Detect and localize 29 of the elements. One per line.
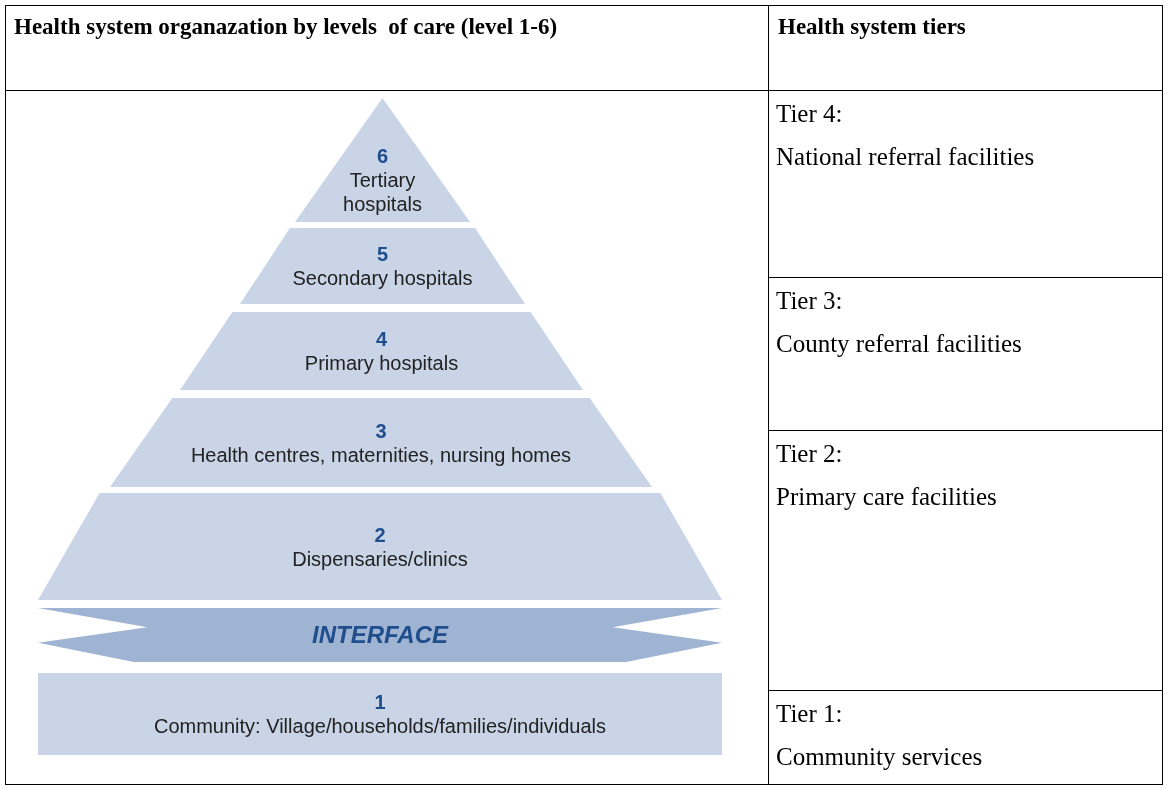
level-number: 6 [376, 144, 389, 168]
level-number: 1 [374, 690, 386, 714]
level-label: Primary hospitals [304, 351, 459, 375]
pyramid-level [240, 228, 525, 304]
level-label: Health centres, maternities, nursing homes [190, 442, 572, 467]
pyramid-level [38, 493, 722, 600]
level-number: 2 [374, 522, 386, 547]
tier-description: Community services [776, 742, 984, 772]
column-header: Health system organazation by levels of care (level 1-6) [14, 14, 558, 40]
tier-description: Primary care facilities [776, 482, 998, 512]
level-number: 4 [375, 327, 388, 351]
tier-description: County referral facilities [776, 329, 1023, 359]
level-label: Secondary hospitals [292, 266, 473, 290]
tier-heading: Tier 3: [776, 286, 844, 316]
level-label: Dispensaries/clinics [292, 546, 468, 571]
interface-label: INTERFACE [312, 623, 448, 647]
level-number: 5 [376, 242, 389, 266]
level-label: Community: Village/households/families/individuals [153, 714, 607, 738]
tier-heading: Tier 1: [776, 699, 844, 729]
pyramid-level [295, 98, 470, 222]
pyramid-level [110, 398, 652, 487]
pyramid-level [180, 312, 583, 390]
pyramid-level [38, 673, 722, 755]
tier-heading: Tier 2: [776, 439, 844, 469]
level-label: Tertiary hospitals [342, 168, 423, 216]
column-header: Health system tiers [778, 14, 966, 40]
tier-description: National referral facilities [776, 142, 1036, 172]
level-number: 3 [375, 418, 387, 443]
tier-heading: Tier 4: [776, 99, 844, 129]
